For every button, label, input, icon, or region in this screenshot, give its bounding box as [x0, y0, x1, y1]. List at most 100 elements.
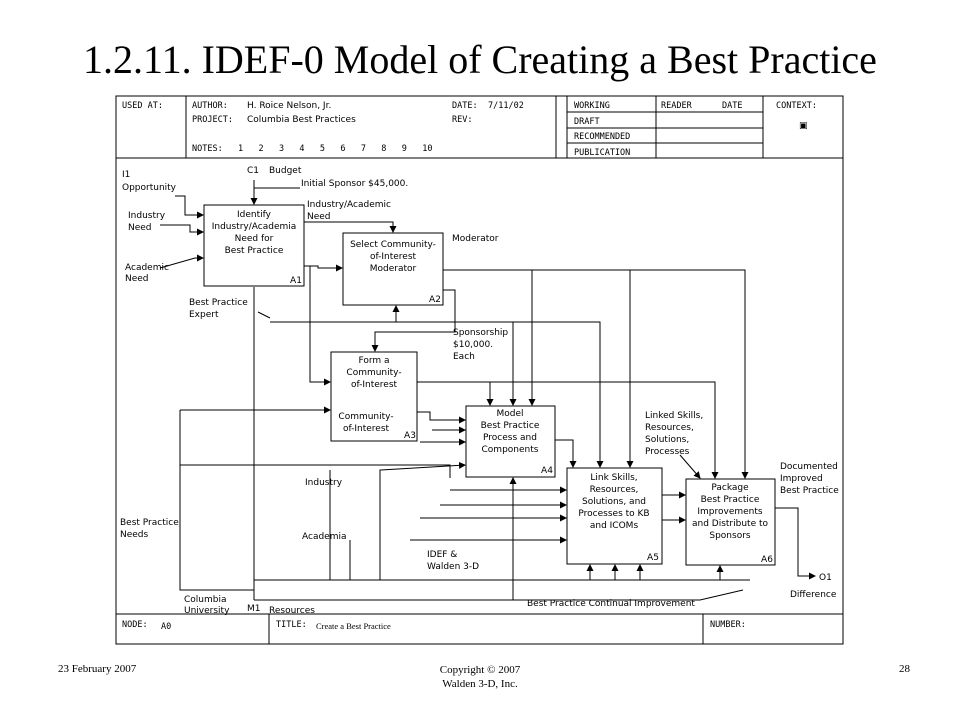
box-texts: Identify Industry/Academia Need for Best… [212, 210, 773, 565]
arrow-labels: I1 Opportunity Industry Need Academic Ne… [120, 166, 839, 616]
label-columbia: Columbia [184, 595, 227, 605]
label-initial-sponsor: Initial Sponsor $45,000. [301, 179, 408, 189]
a4-line: Model [496, 409, 523, 419]
a2-line: of-Interest [370, 252, 417, 262]
box-a3 [330, 351, 418, 442]
a2-id: A2 [429, 295, 441, 305]
a5-line: Link Skills, [590, 473, 637, 483]
date-value: 7/11/02 [488, 101, 524, 111]
label-academic-need: Need [125, 274, 149, 284]
page-number: 28 [899, 663, 910, 675]
reader-label: READER [661, 101, 693, 111]
label-idef: Walden 3-D [427, 562, 479, 572]
label-academia: Academia [302, 532, 347, 542]
a5-line: Solutions, and [582, 497, 646, 507]
a5-line: Processes to KB [578, 509, 649, 519]
a1-id: A1 [290, 276, 302, 286]
label-bp-expert: Best Practice [189, 298, 248, 308]
footer-copyright: Copyright © 2007 Walden 3-D, Inc. [380, 663, 580, 691]
node-value: A0 [161, 622, 171, 632]
label-documented: Best Practice [780, 486, 839, 496]
a4-line: Process and [483, 433, 537, 443]
form-frame [115, 95, 844, 645]
status-working: WORKING [574, 101, 610, 111]
label-bp-expert: Expert [189, 310, 219, 320]
activity-boxes [203, 204, 776, 566]
label-c1: C1 [247, 166, 259, 176]
context-label: CONTEXT: [776, 101, 817, 111]
label-bp-needs: Needs [120, 530, 149, 540]
label-ind-acad-need: Need [307, 212, 331, 222]
connector-arrows [159, 180, 816, 601]
label-opportunity: Opportunity [122, 183, 177, 193]
rev-label: REV: [452, 115, 472, 125]
a2-line: Select Community- [350, 240, 436, 250]
number-label: NUMBER: [710, 620, 746, 630]
label-industry-need: Industry [128, 211, 166, 221]
title-value: Create a Best Practice [316, 621, 391, 631]
a4-id: A4 [541, 466, 553, 476]
a5-id: A5 [647, 553, 659, 563]
a6-id: A6 [761, 555, 773, 565]
label-linked-skills: Processes [645, 447, 690, 457]
used-at-label: USED AT: [122, 101, 163, 111]
label-m1: M1 [247, 604, 261, 614]
node-label: NODE: [122, 620, 148, 630]
label-linked-skills: Resources, [645, 423, 694, 433]
slide-title: 1.2.11. IDEF-0 Model of Creating a Best … [83, 37, 877, 82]
label-industry: Industry [305, 478, 343, 488]
a2-line: Moderator [370, 264, 417, 274]
a1-line: Industry/Academia [212, 222, 297, 232]
a1-line: Need for [235, 234, 274, 244]
context-marker: ▣ [799, 121, 808, 131]
label-industry-need: Need [128, 223, 152, 233]
a6-line: Improvements [697, 507, 763, 517]
status-draft: DRAFT [574, 117, 600, 127]
a1-line: Best Practice [225, 246, 284, 256]
box-a2 [342, 232, 444, 306]
label-columbia: University [184, 606, 230, 616]
label-i1: I1 [122, 170, 130, 180]
author-value: H. Roice Nelson, Jr. [247, 101, 331, 111]
label-continual: Best Practice Continual Improvement [527, 599, 695, 609]
a6-line: and Distribute to [692, 519, 769, 529]
date2-label: DATE [722, 101, 742, 111]
label-bp-needs: Best Practice [120, 518, 179, 528]
label-documented: Documented [780, 462, 838, 472]
a6-line: Package [711, 483, 749, 493]
a3-line: Form a [358, 356, 389, 366]
a5-line: Resources, [590, 485, 639, 495]
author-label: AUTHOR: [192, 101, 228, 111]
copyright-company: Walden 3-D, Inc. [442, 678, 518, 690]
label-sponsorship: Sponsorship [453, 328, 508, 338]
label-sponsorship: Each [453, 352, 475, 362]
box-a1 [203, 204, 305, 287]
label-sponsorship: $10,000. [453, 340, 493, 350]
a3-line: Community- [346, 368, 401, 378]
label-o1: O1 [819, 573, 832, 583]
a5-line: and ICOMs [590, 521, 639, 531]
label-budget: Budget [269, 166, 302, 176]
form-footer: NODE: A0 TITLE: Create a Best Practice N… [122, 620, 746, 632]
a6-line: Best Practice [701, 495, 760, 505]
a3-extra: of-Interest [343, 424, 390, 434]
label-linked-skills: Linked Skills, [645, 411, 703, 421]
box-a6 [685, 478, 776, 566]
label-resources: Resources [269, 606, 315, 616]
a3-line: of-Interest [351, 380, 398, 390]
a3-extra: Community- [338, 412, 393, 422]
title-label: TITLE: [276, 620, 307, 630]
footer-date: 23 February 2007 [58, 663, 137, 675]
a1-line: Identify [237, 210, 272, 220]
label-linked-skills: Solutions, [645, 435, 689, 445]
notes-numbers: 1 2 3 4 5 6 7 8 9 10 [238, 144, 432, 154]
label-documented: Improved [780, 474, 823, 484]
project-value: Columbia Best Practices [247, 115, 356, 125]
a3-id: A3 [404, 431, 416, 441]
label-academic-need: Academic [125, 263, 169, 273]
label-difference: Difference [790, 590, 837, 600]
a4-line: Best Practice [481, 421, 540, 431]
a4-line: Components [482, 445, 539, 455]
form-header: USED AT: AUTHOR: H. Roice Nelson, Jr. PR… [122, 101, 817, 158]
label-moderator: Moderator [452, 234, 499, 244]
